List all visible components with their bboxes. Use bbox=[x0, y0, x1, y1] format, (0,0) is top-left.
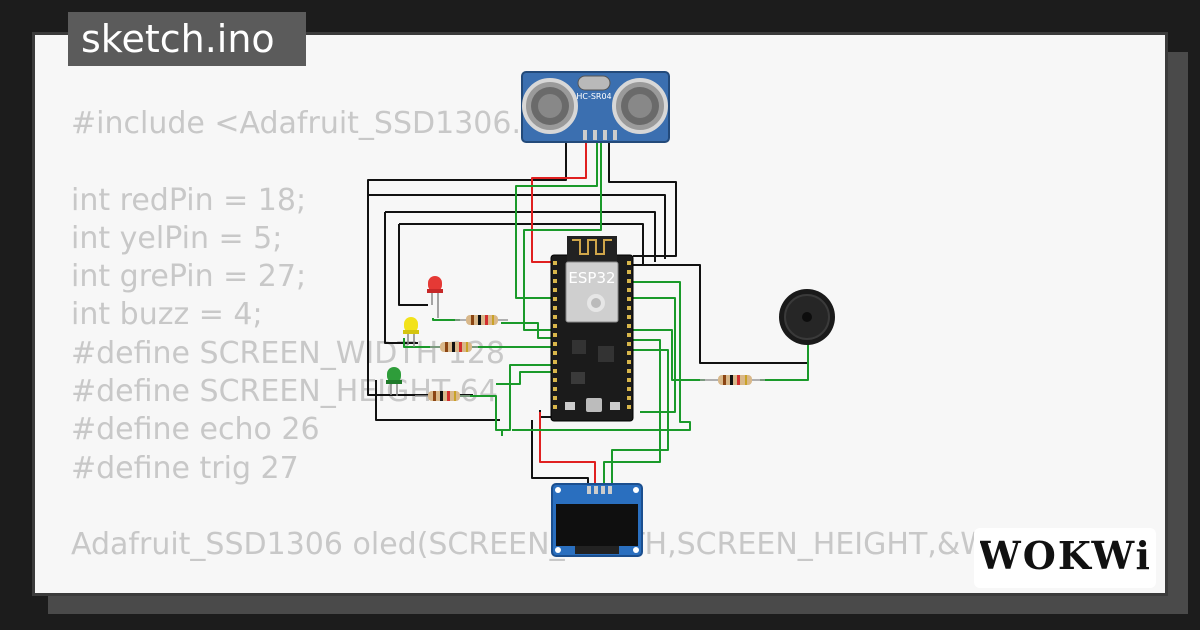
logo-text: WOKWi bbox=[980, 533, 1150, 578]
code-line: int redPin = 18; bbox=[71, 182, 307, 218]
wokwi-logo[interactable]: WOKWi bbox=[974, 528, 1156, 588]
buzzer[interactable] bbox=[779, 289, 835, 345]
code-line: #include <Adafruit_SSD1306.h> bbox=[71, 106, 566, 141]
code-line: int yelPin = 5; bbox=[71, 220, 283, 256]
board-label: ESP32 bbox=[568, 269, 615, 287]
resistor-yellow[interactable] bbox=[430, 342, 478, 352]
code-line: #define echo 26 bbox=[71, 412, 320, 448]
code-line: #define trig 27 bbox=[71, 450, 299, 486]
red-wires bbox=[531, 137, 596, 492]
code-line: #define SCREEN_WIDTH 128 bbox=[71, 335, 506, 371]
green-led[interactable] bbox=[386, 367, 402, 396]
red-led[interactable] bbox=[427, 276, 443, 318]
code-line: int grePin = 27; bbox=[71, 259, 307, 295]
yellow-led[interactable] bbox=[403, 317, 419, 347]
resistor-green[interactable] bbox=[415, 391, 470, 401]
oled-display[interactable] bbox=[551, 483, 643, 557]
file-tab[interactable]: sketch.ino bbox=[68, 12, 306, 66]
code-line: int buzz = 4; bbox=[71, 297, 263, 333]
ultrasonic-sensor[interactable]: HC-SR04 bbox=[521, 71, 670, 143]
resistor-red[interactable] bbox=[455, 315, 508, 325]
code-editor: #include <Adafruit_SSD1306.h>int redPin … bbox=[71, 105, 1067, 565]
wokwi-logo-mark: WOKWi bbox=[980, 533, 1150, 578]
code-line: Adafruit_SSD1306 oled(SCREEN_WIDTH,SCREE… bbox=[71, 527, 1068, 563]
code-line: #define SCREEN_HEIGHT 64 bbox=[71, 374, 498, 410]
right-header-pins bbox=[627, 261, 631, 409]
sensor-label: HC-SR04 bbox=[576, 92, 611, 101]
left-header-pins bbox=[553, 261, 557, 409]
green-wires bbox=[403, 137, 809, 492]
file-tab-label: sketch.ino bbox=[81, 17, 275, 61]
resistor-buzzer[interactable] bbox=[700, 375, 765, 385]
esp32-board[interactable]: ESP32 bbox=[550, 236, 634, 422]
